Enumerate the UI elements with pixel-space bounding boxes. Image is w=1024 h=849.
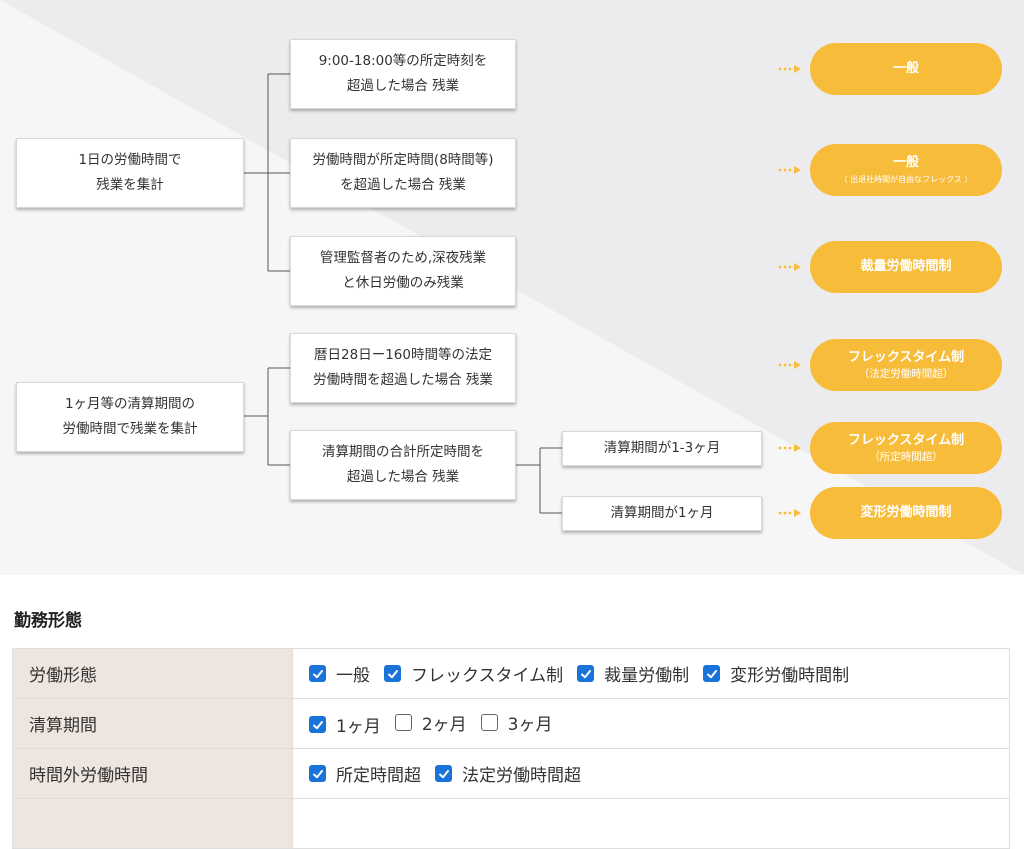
box-line: 清算期間が1-3ヶ月 [603,440,721,456]
option-checkbox-item[interactable]: 所定時間超 [309,761,421,786]
option-checkbox-item[interactable]: 2ヶ月 [394,710,467,735]
settings-row-options [292,798,1010,849]
settings-row-options: 一般 フレックスタイム制 裁量労働制 変形労働時間制 [292,648,1010,699]
result-subtitle: （ 出退社時間が自由なフレックス ） [839,174,973,184]
result-title: 変形労働時間制 [860,505,952,520]
option-label: 所定時間超 [336,766,421,786]
option-label: 1ヶ月 [336,717,381,738]
box-line: 残業を集計 [96,177,164,193]
condition-scheduled-hours: 労働時間が所定時間(8時間等) を超過した場合 残業 [290,138,516,208]
box-line: 労働時間を超過した場合 残業 [313,372,493,388]
checkbox-checked-icon[interactable] [309,665,326,682]
checkbox-checked-icon[interactable] [309,716,326,734]
dotted-arrow-icon [778,263,801,271]
result-title: 一般 [892,154,919,170]
option-label: 変形労働時間制 [730,666,850,686]
box-line: 超過した場合 残業 [346,469,460,485]
box-line: 超過した場合 残業 [346,78,460,94]
option-checkbox-item[interactable]: フレックスタイム制 [384,661,563,686]
settings-row: 労働形態 一般 フレックスタイム制 裁量労働制 変形労働時間制 [12,648,1010,699]
result-discretionary: 裁量労働時間制 [810,241,1002,293]
dotted-arrow-icon [778,509,801,517]
result-flex-scheduled: フレックスタイム制 （所定時間超） [810,422,1002,474]
settings-row-label: 清算期間 [12,698,293,749]
option-label: 2ヶ月 [421,714,467,735]
result-title: 一般 [892,61,919,76]
checkbox-checked-icon[interactable] [703,665,721,682]
option-checkbox-item[interactable]: 裁量労働制 [577,661,689,686]
result-flex-legal: フレックスタイム制 （法定労働時間超） [810,339,1002,391]
condition-fixed-time: 9:00-18:00等の所定時刻を超過した場合 残業 [290,39,516,109]
settings-row-label: 労働形態 [12,648,293,699]
dotted-arrow-icon [778,166,801,174]
result-title: 裁量労働時間制 [860,259,952,274]
box-line: 清算期間が1ヶ月 [610,505,714,521]
settings-row: 時間外労働時間 所定時間超 法定労働時間超 [12,748,1010,799]
result-subtitle: （法定労働時間超） [858,367,954,380]
settings-row-options: 所定時間超 法定労働時間超 [292,748,1010,799]
settings-row: 清算期間 1ヶ月 2ヶ月 3ヶ月 [12,698,1010,749]
option-label: 3ヶ月 [507,714,553,735]
result-title: フレックスタイム制 [847,349,965,365]
dotted-arrow-icon [778,65,801,73]
result-title: フレックスタイム制 [847,432,965,448]
box-line: 清算期間の合計所定時間を [322,444,484,460]
settings-row-label [12,798,293,849]
condition-legal-hours: 暦日28日ー160時間等の法定労働時間を超過した場合 残業 [290,333,516,403]
option-checkbox-item[interactable]: 一般 [309,661,370,686]
work-style-settings-table: 労働形態 一般 フレックスタイム制 裁量労働制 変形労働時間制清算期間 1ヶ月 2ヶ月 3ヶ月… [12,648,1010,849]
checkbox-unchecked-icon[interactable] [394,713,412,731]
box-line: 管理監督者のため,深夜残業 [319,250,487,266]
option-label: 裁量労働制 [604,666,690,686]
box-line: 労働時間が所定時間(8時間等) [312,152,494,168]
settings-row-label: 時間外労働時間 [12,748,293,799]
option-checkbox-item[interactable]: 法定労働時間超 [435,761,581,786]
box-line: 1ヶ月等の清算期間の [64,396,196,412]
subcondition-1-3-months: 清算期間が1-3ヶ月 [562,431,762,466]
subcondition-1-month: 清算期間が1ヶ月 [562,496,762,531]
option-label: フレックスタイム制 [411,666,564,686]
checkbox-checked-icon[interactable] [577,665,595,682]
option-checkbox-item[interactable]: 3ヶ月 [480,710,553,735]
section-title: 勤務形態 [14,611,82,631]
result-variable: 変形労働時間制 [810,487,1002,539]
box-line: 労働時間で残業を集計 [62,421,198,437]
box-line: と休日労働のみ残業 [342,275,464,291]
result-general: 一般 [810,43,1002,95]
result-general-flex: 一般 （ 出退社時間が自由なフレックス ） [810,144,1002,196]
checkbox-checked-icon[interactable] [435,765,452,782]
connector-lines [244,73,562,514]
dotted-arrow-icon [778,361,801,369]
option-label: 法定労働時間超 [462,766,581,786]
box-line: 1日の労働時間で [78,152,182,168]
dotted-arrow-icon [778,444,801,452]
option-checkbox-item[interactable]: 1ヶ月 [309,712,381,737]
option-label: 一般 [336,666,370,686]
option-checkbox-item[interactable]: 変形労働時間制 [703,661,849,686]
checkbox-checked-icon[interactable] [309,765,326,782]
settings-row [12,798,1010,849]
checkbox-checked-icon[interactable] [384,665,401,682]
result-subtitle: （所定時間超） [869,450,943,463]
condition-manager: 管理監督者のため,深夜残業と休日労働のみ残業 [290,236,516,306]
overtime-flow-diagram: 1日の労働時間で残業を集計 1ヶ月等の清算期間の労働時間で残業を集計 9:00-… [16,39,1002,539]
condition-period-total: 清算期間の合計所定時間を超過した場合 残業 [290,430,516,500]
checkbox-unchecked-icon[interactable] [480,713,498,731]
box-line: 9:00-18:00等の所定時刻を [318,53,488,69]
source-daily-hours: 1日の労働時間で残業を集計 [16,138,244,208]
box-line: 暦日28日ー160時間等の法定 [314,347,492,363]
box-line: を超過した場合 残業 [340,177,466,193]
source-settlement-period: 1ヶ月等の清算期間の労働時間で残業を集計 [16,382,244,452]
settings-row-options: 1ヶ月 2ヶ月 3ヶ月 [292,698,1010,749]
